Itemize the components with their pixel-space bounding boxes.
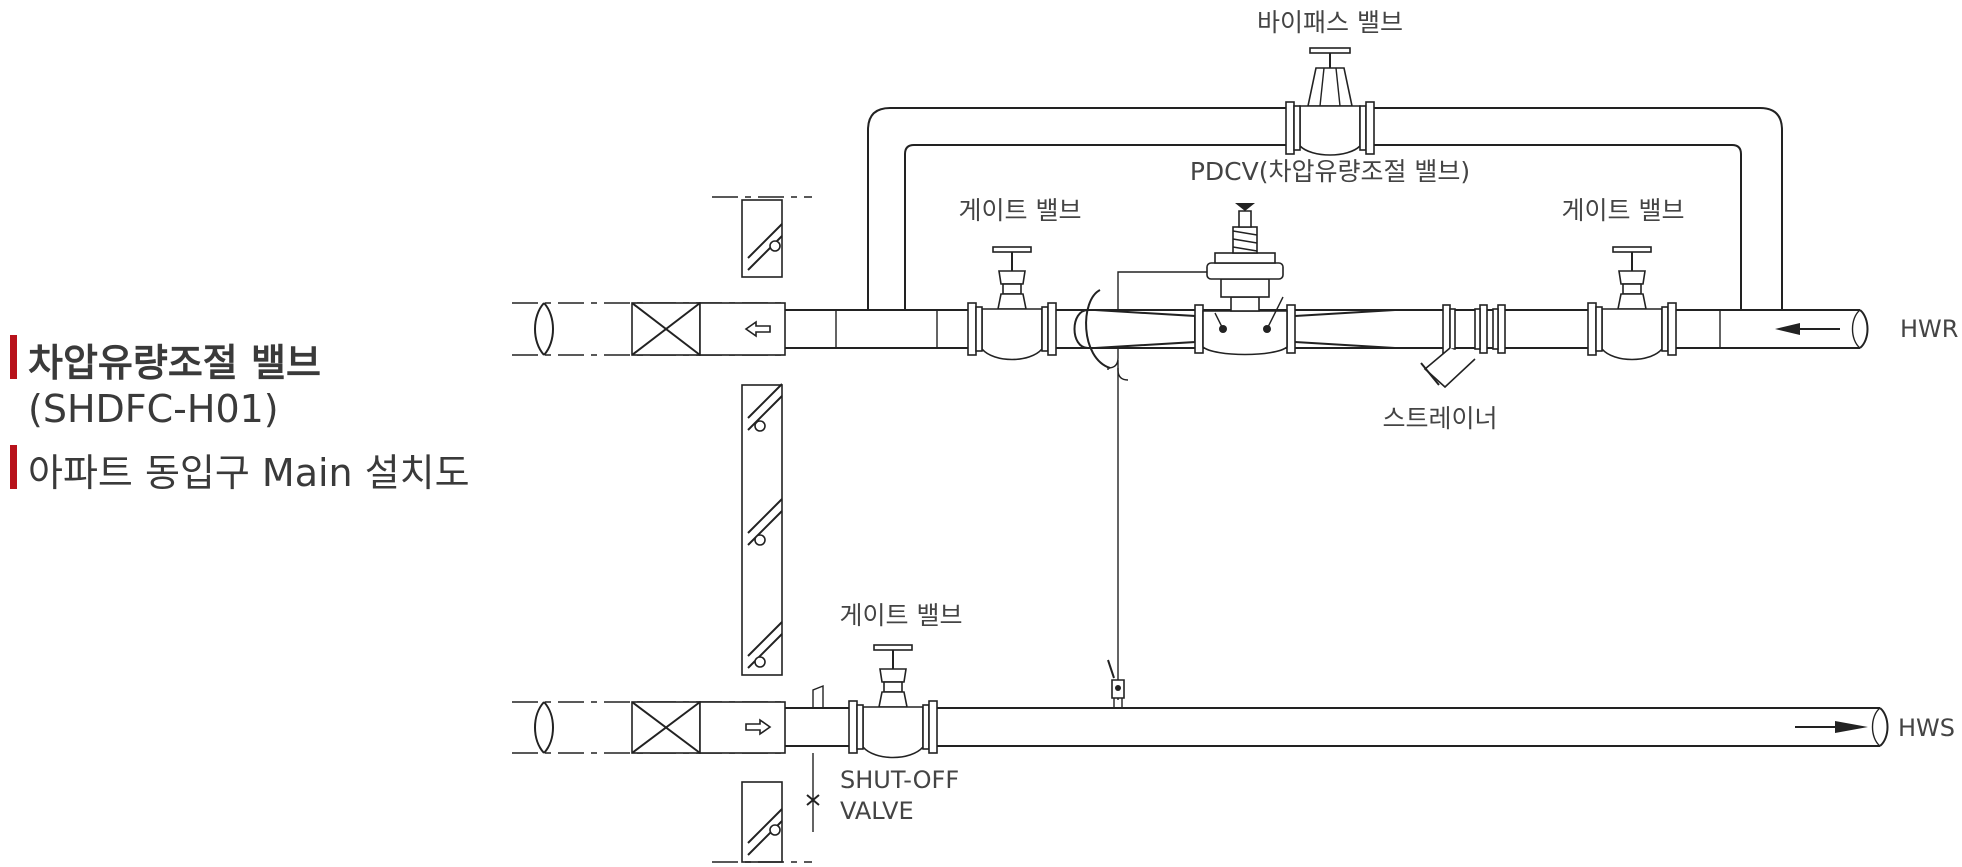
bypass-valve <box>1285 47 1375 156</box>
flow-arrow-left-icon <box>744 320 771 338</box>
wall-segment <box>741 781 783 863</box>
title-block: 차압유량조절 밸브 (SHDFC-H01) 아파트 동입구 Main 설치도 <box>10 330 480 495</box>
impulse-needle-valve <box>1107 659 1125 709</box>
title-line-3: 아파트 동입구 Main 설치도 <box>28 451 470 495</box>
label-shutoff-line2: VALVE <box>840 797 914 825</box>
label-gate-valve-bottom: 게이트 밸브 <box>840 601 963 630</box>
title-line-2: (SHDFC-H01) <box>28 387 279 431</box>
label-hws: HWS <box>1898 714 1955 742</box>
wall-segment <box>741 199 783 278</box>
label-bypass-valve: 바이패스 밸브 <box>1257 8 1403 37</box>
gate-valve-bottom <box>848 644 938 759</box>
flow-arrow-hws-icon <box>1835 721 1868 733</box>
gate-valve-right <box>1587 246 1677 361</box>
label-strainer: 스트레이너 <box>1382 404 1497 433</box>
label-pdcv: PDCV(차압유량조절 밸브) <box>1190 157 1470 186</box>
flow-arrow-right-icon <box>745 718 772 736</box>
flow-arrow-hwr-icon <box>1775 323 1800 335</box>
strainer <box>1420 304 1506 389</box>
gate-valve-left <box>967 246 1057 361</box>
label-hwr: HWR <box>1900 315 1958 343</box>
title-line-1: 차압유량조절 밸브 <box>28 341 321 385</box>
pdcv-valve <box>1194 203 1296 356</box>
label-shutoff-line1: SHUT-OFF <box>840 766 959 794</box>
title-accent-bar <box>10 335 17 379</box>
shutoff-valve-icon <box>806 794 820 806</box>
label-gate-valve-right: 게이트 밸브 <box>1562 196 1685 225</box>
title-accent-bar <box>10 445 17 489</box>
label-gate-valve-left: 게이트 밸브 <box>959 196 1082 225</box>
